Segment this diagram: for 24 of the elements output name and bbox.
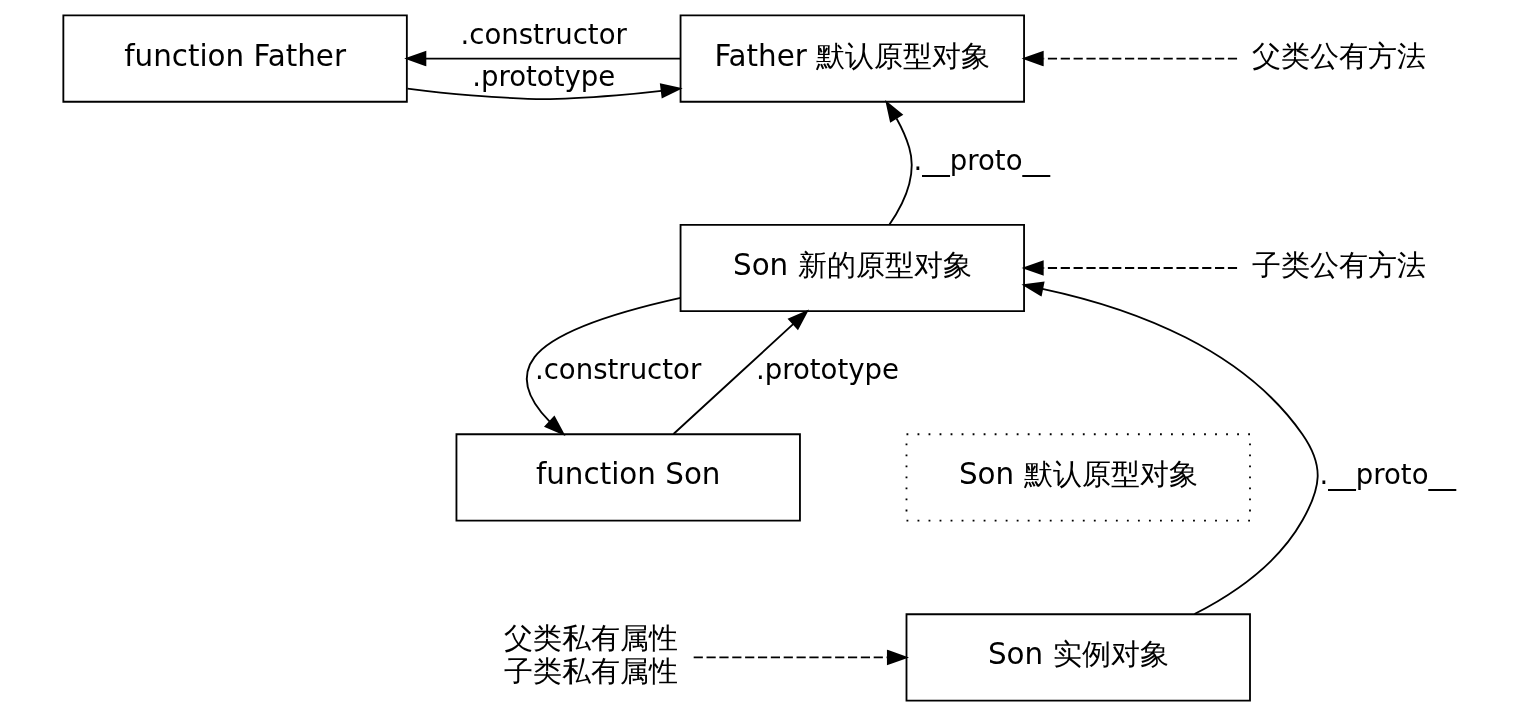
arrow (692, 649, 910, 666)
arrow (1021, 281, 1319, 615)
edge-label: .prototype (756, 353, 900, 386)
edge-label: .__proto__ (913, 143, 1051, 176)
edge-label: .constructor (460, 17, 627, 50)
arrow (406, 83, 683, 100)
node-box: Son 新的原型对象 (679, 223, 1025, 313)
edge-label: .__proto__ (1319, 457, 1457, 490)
arrow (404, 50, 682, 67)
edge-label: .constructor (534, 353, 702, 386)
arrow (1021, 50, 1238, 67)
node-text: 父类私有属性 子类私有属性 (504, 620, 679, 688)
node-text: 父类公有方法 (1252, 38, 1427, 73)
node-box: Father 默认原型对象 (679, 14, 1025, 103)
node-box: function Son (455, 433, 801, 522)
node-box: Son 实例对象 (905, 613, 1251, 702)
node-box: function Father (62, 14, 408, 103)
arrow (1021, 260, 1238, 276)
arrow (525, 296, 682, 437)
node-text: 子类公有方法 (1252, 247, 1427, 282)
edge-label: .prototype (472, 60, 616, 93)
arrow (672, 309, 809, 435)
arrow (885, 99, 913, 226)
node-box: Son 默认原型对象 (905, 433, 1251, 522)
